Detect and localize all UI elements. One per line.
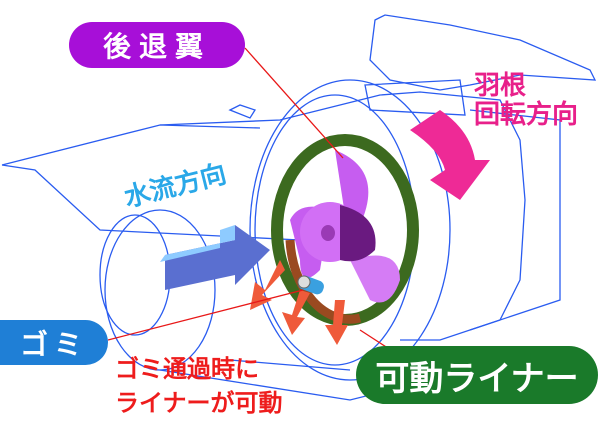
note-line2: ライナーが可動	[115, 389, 283, 417]
outflow-arrow	[250, 260, 285, 310]
impeller	[290, 150, 400, 303]
debris-label: ゴミ	[0, 320, 108, 365]
outflow-arrow	[282, 290, 310, 335]
debris-can	[297, 275, 324, 295]
note-line1: ゴミ通過時に	[115, 355, 259, 383]
movable-liner-label: 可動ライナー	[356, 346, 598, 404]
movable-liner-text: 可動ライナー	[375, 358, 579, 399]
outflow-arrows	[250, 260, 348, 345]
note-text: ゴミ通過時に ライナーが可動	[115, 352, 283, 420]
pump-housing-outline	[1, 14, 597, 401]
liner-segment	[285, 239, 362, 324]
rotation-arrow	[410, 110, 490, 200]
swept-blade-label: 後退翼	[69, 22, 245, 68]
rotation-direction-label: 羽根 回転方向	[474, 72, 578, 129]
swept-blade-text: 後退翼	[102, 30, 211, 63]
water-flow-arrow	[160, 225, 270, 290]
rotation-line1: 羽根	[474, 71, 527, 101]
debris-text: ゴミ	[19, 327, 88, 361]
rotation-line2: 回転方向	[474, 99, 579, 130]
outflow-arrow	[325, 300, 348, 345]
